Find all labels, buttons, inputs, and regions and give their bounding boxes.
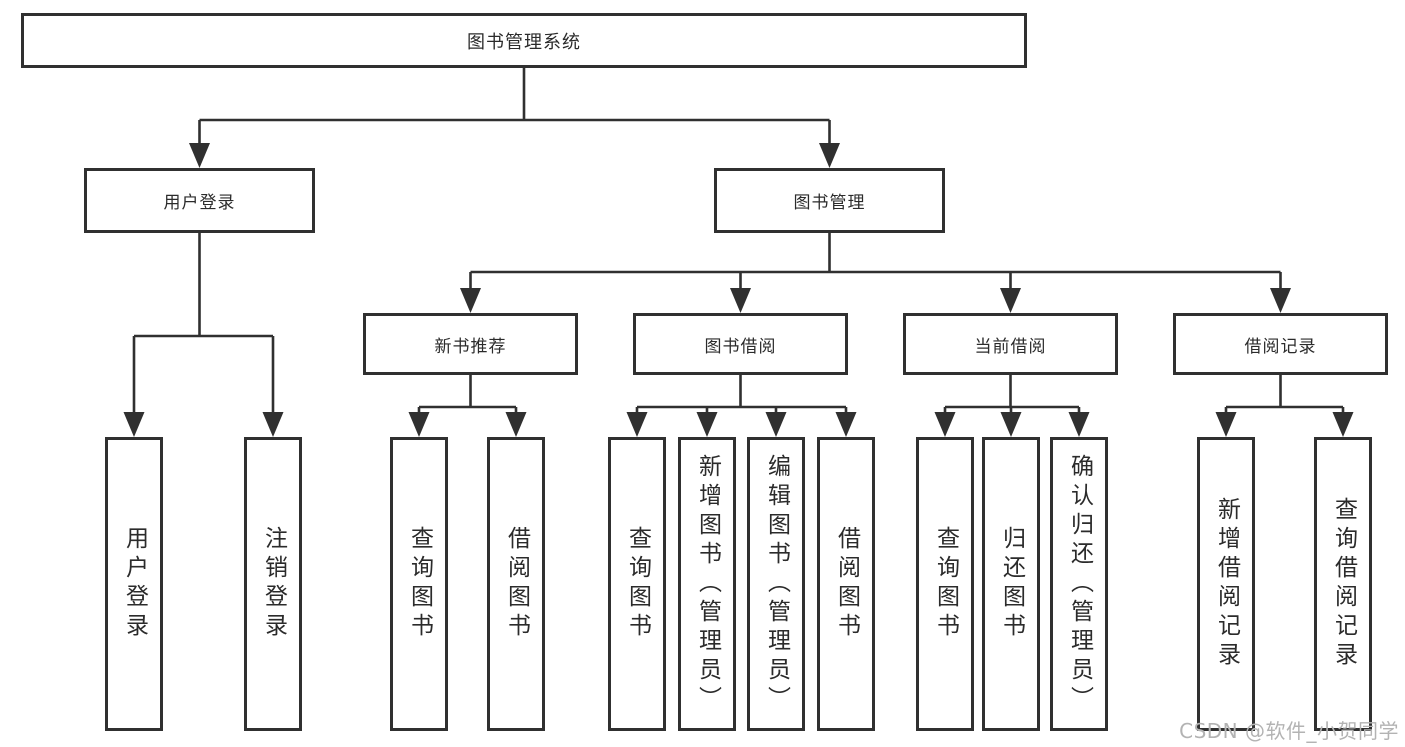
node-user-login: 用户登录 <box>84 168 315 233</box>
node-user-login-label: 用户登录 <box>163 193 236 213</box>
leaf-query-books-3: 查询图书 <box>916 437 974 731</box>
node-book-borrow-label: 图书借阅 <box>704 336 777 357</box>
leaf-confirm-return-admin: 确认归还（管理员） <box>1050 437 1108 731</box>
leaf-borrow-books-1: 借阅图书 <box>487 437 545 731</box>
csdn-watermark: CSDN @软件_小贺同学 <box>1179 719 1399 743</box>
node-current-borrow: 当前借阅 <box>903 313 1118 375</box>
leaf-borrow-books-2: 借阅图书 <box>817 437 875 731</box>
node-book-borrow: 图书借阅 <box>633 313 848 375</box>
leaf-user-login-label: 用户登录 <box>121 526 148 642</box>
leaf-user-login: 用户登录 <box>105 437 163 731</box>
leaf-query-books-2-label: 查询图书 <box>624 526 651 642</box>
node-new-book-recommend-label: 新书推荐 <box>434 336 507 357</box>
leaf-query-books-3-label: 查询图书 <box>932 526 959 642</box>
leaf-query-borrow-record-label: 查询借阅记录 <box>1330 497 1357 671</box>
leaf-borrow-books-2-label: 借阅图书 <box>833 526 860 642</box>
node-book-management: 图书管理 <box>714 168 945 233</box>
leaf-query-books-1-label: 查询图书 <box>406 526 433 642</box>
node-borrow-records: 借阅记录 <box>1173 313 1388 375</box>
node-book-management-label: 图书管理 <box>793 193 866 213</box>
leaf-confirm-return-admin-label: 确认归还（管理员） <box>1066 453 1093 715</box>
leaf-query-books-2: 查询图书 <box>608 437 666 731</box>
leaf-return-book: 归还图书 <box>982 437 1040 731</box>
leaf-add-borrow-record: 新增借阅记录 <box>1197 437 1255 731</box>
leaf-query-borrow-record: 查询借阅记录 <box>1314 437 1372 731</box>
leaf-edit-book-admin-label: 编辑图书（管理员） <box>763 453 790 715</box>
leaf-add-borrow-record-label: 新增借阅记录 <box>1213 497 1240 671</box>
leaf-add-book-admin: 新增图书（管理员） <box>678 437 736 731</box>
node-current-borrow-label: 当前借阅 <box>974 336 1047 357</box>
leaf-edit-book-admin: 编辑图书（管理员） <box>747 437 805 731</box>
leaf-query-books-1: 查询图书 <box>390 437 448 731</box>
leaf-logout: 注销登录 <box>244 437 302 731</box>
leaf-return-book-label: 归还图书 <box>998 526 1025 642</box>
node-borrow-records-label: 借阅记录 <box>1244 336 1317 357</box>
node-root: 图书管理系统 <box>21 13 1027 68</box>
leaf-logout-label: 注销登录 <box>260 526 287 642</box>
node-new-book-recommend: 新书推荐 <box>363 313 578 375</box>
leaf-borrow-books-1-label: 借阅图书 <box>503 526 530 642</box>
leaf-add-book-admin-label: 新增图书（管理员） <box>694 453 721 715</box>
node-root-label: 图书管理系统 <box>467 31 581 53</box>
